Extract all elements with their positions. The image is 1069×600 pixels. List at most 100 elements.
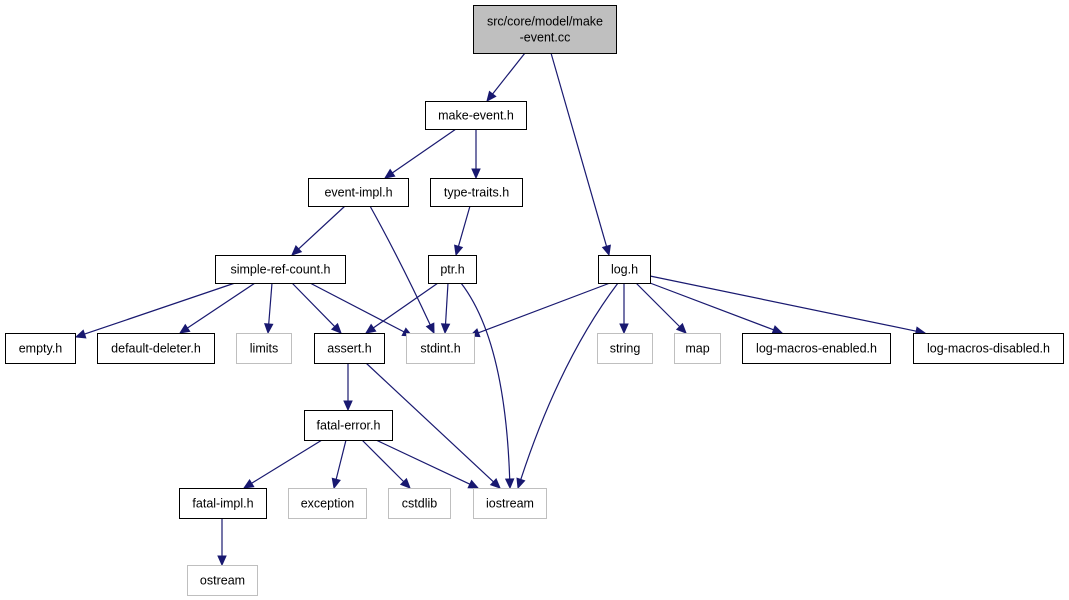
node-box (97, 333, 215, 364)
edge-log-h-to-log-macros-disabled-h (649, 275, 927, 336)
node-label: stdint.h (420, 342, 460, 356)
edge-fatal-error-h-to-fatal-impl-h (242, 439, 323, 489)
node-label: -event.cc (520, 31, 571, 45)
edge-log-h-to-iostream (516, 282, 619, 490)
node-event-impl-h[interactable]: event-impl.h (308, 178, 409, 207)
node-assert-h[interactable]: assert.h (314, 333, 385, 364)
arrowhead-icon (242, 478, 255, 489)
node-make-event-h[interactable]: make-event.h (425, 101, 527, 130)
edge-make-event-cc-to-log-h (550, 52, 611, 257)
node-ptr-h[interactable]: ptr.h (428, 255, 477, 284)
edge-simple-ref-count-h-to-default-deleter-h (178, 282, 256, 334)
edge-line (649, 282, 774, 331)
node-box (597, 333, 653, 364)
node-fatal-error-h[interactable]: fatal-error.h (304, 410, 393, 441)
nodes-layer: src/core/model/make-event.cc make-event.h… (5, 5, 1064, 596)
node-box (304, 410, 393, 441)
edge-line (298, 205, 346, 250)
edge-line (84, 282, 236, 335)
node-label: iostream (486, 497, 534, 511)
edge-log-h-to-stdint-h (468, 282, 611, 338)
arrowhead-icon (425, 322, 435, 335)
edge-line (268, 282, 273, 325)
arrowhead-icon (331, 477, 341, 490)
edge-make-event-h-to-event-impl-h (383, 128, 457, 179)
node-box (425, 101, 527, 130)
node-label: log-macros-disabled.h (927, 342, 1050, 356)
node-box (187, 565, 258, 596)
node-ostream: ostream (187, 565, 258, 596)
node-label: simple-ref-count.h (230, 263, 330, 277)
edge-line (635, 282, 681, 328)
node-label: assert.h (327, 342, 372, 356)
edge-line (478, 282, 611, 334)
arrowhead-icon (74, 329, 87, 339)
node-box (473, 488, 547, 519)
edge-ptr-h-to-stdint-h (440, 282, 451, 335)
node-label: empty.h (19, 342, 63, 356)
edge-fatal-error-h-to-exception (331, 439, 347, 490)
node-make-event-cc[interactable]: src/core/model/make-event.cc (473, 5, 617, 54)
edge-type-traits-h-to-ptr-h (454, 205, 471, 257)
edge-line (373, 282, 439, 329)
node-box (308, 178, 409, 207)
node-box (236, 333, 292, 364)
node-map: map (674, 333, 721, 364)
edge-assert-h-to-fatal-error-h (343, 363, 353, 412)
arrowhead-icon (601, 244, 611, 257)
node-box (674, 333, 721, 364)
node-log-h[interactable]: log.h (598, 255, 651, 284)
edge-line (392, 128, 457, 174)
edge-line (444, 282, 449, 325)
edge-event-impl-h-to-stdint-h (369, 205, 435, 335)
edge-ptr-h-to-assert-h (364, 282, 439, 334)
edge-line (335, 439, 347, 480)
node-fatal-impl-h[interactable]: fatal-impl.h (179, 488, 267, 519)
arrowhead-icon (454, 244, 464, 257)
node-label: string (610, 342, 641, 356)
node-cstdlib: cstdlib (388, 488, 451, 519)
node-simple-ref-count-h[interactable]: simple-ref-count.h (215, 255, 346, 284)
node-limits: limits (236, 333, 292, 364)
node-label: cstdlib (402, 497, 437, 511)
edge-fatal-error-h-to-iostream (375, 439, 480, 489)
arrowhead-icon (467, 479, 480, 489)
edge-line (291, 282, 336, 327)
node-box (430, 178, 523, 207)
node-log-macros-disabled-h[interactable]: log-macros-disabled.h (913, 333, 1064, 364)
edge-line (492, 52, 526, 95)
arrowhead-icon (619, 323, 629, 335)
node-box (428, 255, 477, 284)
node-label: type-traits.h (444, 186, 509, 200)
node-iostream: iostream (473, 488, 547, 519)
node-label: log.h (611, 263, 638, 277)
edge-line (375, 439, 471, 485)
edge-line (369, 205, 431, 326)
edges-layer (74, 52, 927, 567)
node-exception: exception (288, 488, 367, 519)
edge-simple-ref-count-h-to-stdint-h (309, 282, 414, 337)
arrowhead-icon (178, 323, 191, 334)
node-label: limits (250, 342, 278, 356)
edge-line (550, 52, 608, 247)
edge-line (251, 439, 323, 484)
edge-fatal-error-h-to-cstdlib (361, 439, 411, 489)
edge-line (520, 282, 619, 480)
edge-fatal-impl-h-to-ostream (217, 518, 227, 567)
node-empty-h[interactable]: empty.h (5, 333, 76, 364)
edge-line (365, 362, 494, 483)
edge-line (460, 282, 511, 480)
node-default-deleter-h[interactable]: default-deleter.h (97, 333, 215, 364)
arrowhead-icon (516, 477, 526, 490)
arrowhead-icon (486, 90, 497, 102)
node-log-macros-enabled-h[interactable]: log-macros-enabled.h (742, 333, 891, 364)
node-label: ptr.h (440, 263, 464, 277)
arrowhead-icon (440, 323, 451, 335)
edge-make-event-cc-to-make-event-h (486, 52, 526, 102)
node-label: make-event.h (438, 109, 514, 123)
node-box (288, 488, 367, 519)
node-type-traits-h[interactable]: type-traits.h (430, 178, 523, 207)
node-string: string (597, 333, 653, 364)
node-label: fatal-error.h (317, 419, 381, 433)
arrowhead-icon (343, 400, 353, 412)
